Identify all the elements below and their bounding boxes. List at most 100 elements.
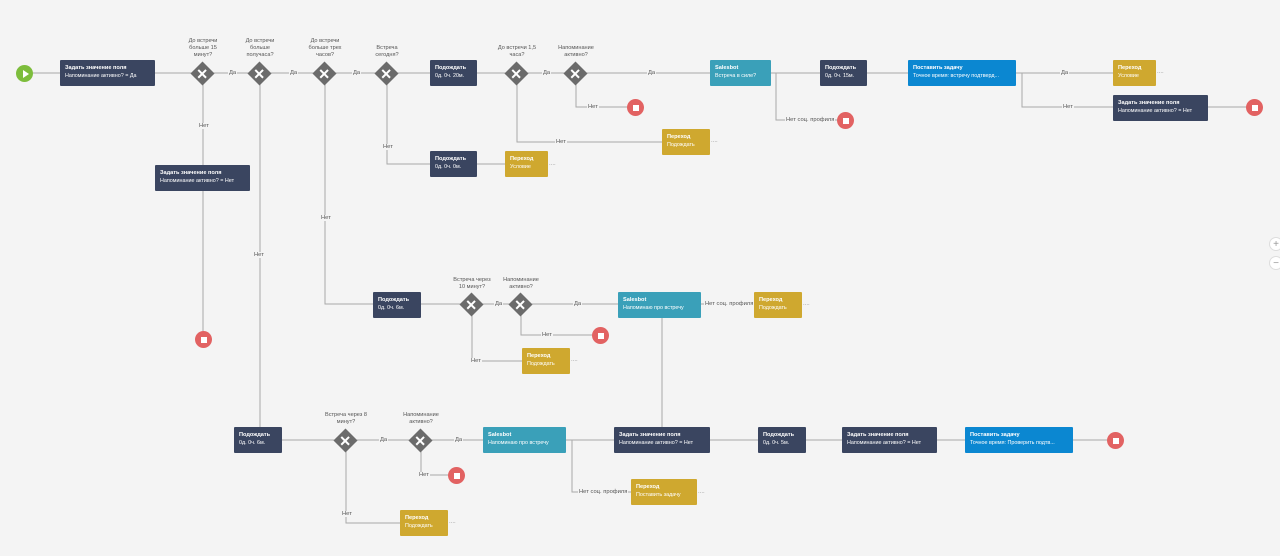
stop-icon[interactable]: [627, 99, 644, 116]
edge-label-yes: Да: [573, 301, 583, 307]
edge-label-no: Нет: [253, 252, 265, 258]
salesbot-node[interactable]: Salesbot Напоминаю про встречу: [483, 427, 566, 453]
node-subtitle: Напоминаю про встречу: [623, 305, 684, 311]
transition-node[interactable]: Переход Подождать: [754, 292, 802, 318]
edge-label-no: Нет: [555, 139, 567, 145]
salesbot-node[interactable]: Salesbot Встреча в силе?: [710, 60, 771, 86]
edge-label-no: Нет: [418, 472, 430, 478]
gateway-label: Напоминание активно?: [503, 277, 539, 290]
transition-node[interactable]: Переход Поставить задачу: [631, 479, 697, 505]
edge-label-no-profile: Нет соц. профиля: [785, 117, 836, 123]
node-title: Переход: [1118, 65, 1142, 71]
edge-label-yes: Да: [542, 70, 552, 76]
node-subtitle: 0д. 0ч. 6м.: [239, 440, 266, 446]
stop-icon[interactable]: [592, 327, 609, 344]
edge-label-no: Нет: [541, 332, 553, 338]
node-title: Salesbot: [623, 297, 647, 303]
transition-node[interactable]: Переход Условие: [1113, 60, 1156, 86]
node-subtitle: Напоминание активно? = Нет: [160, 178, 235, 184]
set-field-node[interactable]: Задать значение поля Напоминание активно…: [1113, 95, 1208, 121]
node-subtitle: Напоминание активно? = Нет: [847, 440, 922, 446]
node-title: Задать значение поля: [160, 170, 222, 176]
set-field-node[interactable]: Задать значение поля Напоминание активно…: [60, 60, 155, 86]
node-title: Переход: [667, 134, 691, 140]
more-icon: ....: [449, 519, 456, 525]
gateway-label: Встреча сегодня?: [375, 45, 399, 58]
set-field-node[interactable]: Задать значение поля Напоминание активно…: [614, 427, 710, 453]
stop-icon[interactable]: [448, 467, 465, 484]
edge-label-yes: Да: [494, 301, 504, 307]
stop-icon[interactable]: [837, 112, 854, 129]
node-subtitle: Напоминание активно? = Нет: [619, 440, 694, 446]
transition-node[interactable]: Переход Подождать: [400, 510, 448, 536]
node-subtitle: Точное время: встречу подтверд...: [913, 73, 1000, 79]
node-title: Поставить задачу: [970, 432, 1020, 438]
node-title: Подождать: [763, 432, 795, 438]
more-icon: ....: [1157, 69, 1164, 75]
stop-icon[interactable]: [1246, 99, 1263, 116]
edge-label-yes: Да: [228, 70, 238, 76]
edge-label-yes: Да: [647, 70, 657, 76]
wait-node[interactable]: Подождать 0д. 0ч. 6м.: [234, 427, 282, 453]
edge-label-no-profile: Нет соц. профиля: [578, 489, 629, 495]
stop-icon[interactable]: [1107, 432, 1124, 449]
gateway-label: Напоминание активно?: [558, 45, 594, 58]
node-subtitle: 0д. 0ч. 15м.: [825, 73, 855, 79]
node-subtitle: Поставить задачу: [636, 492, 681, 498]
node-title: Подождать: [435, 65, 467, 71]
create-task-node[interactable]: Поставить задачу Точное время: встречу п…: [908, 60, 1016, 86]
node-title: Переход: [510, 156, 534, 162]
node-subtitle: 0д. 0ч. 6м.: [378, 305, 405, 311]
gateway-label: До встречи больше получаса?: [245, 38, 275, 58]
edge-label-no: Нет: [1062, 104, 1074, 110]
node-subtitle: Подождать: [759, 305, 787, 311]
node-subtitle: Напоминание активно? = Нет: [1118, 108, 1193, 114]
set-field-node[interactable]: Задать значение поля Напоминание активно…: [155, 165, 250, 191]
gateway-label: До встречи 1,5 часа?: [497, 45, 537, 58]
node-title: Salesbot: [488, 432, 512, 438]
more-icon: ....: [803, 301, 810, 307]
wait-node[interactable]: Подождать 0д. 0ч. 5м.: [758, 427, 806, 453]
edge-label-no-profile: Нет соц. профиля: [704, 301, 755, 307]
node-subtitle: Встреча в силе?: [715, 73, 757, 79]
node-subtitle: Подождать: [527, 361, 555, 367]
node-title: Переход: [759, 297, 783, 303]
node-subtitle: Подождать: [667, 142, 695, 148]
node-subtitle: Условие: [510, 164, 531, 170]
wait-node[interactable]: Подождать 0д. 0ч. 0м.: [430, 151, 477, 177]
node-title: Переход: [527, 353, 551, 359]
gateway-label: До встречи больше 15 минут?: [188, 38, 218, 58]
node-subtitle: Точное время: Проверить подтв...: [970, 440, 1055, 446]
edge-label-no: Нет: [320, 215, 332, 221]
wait-node[interactable]: Подождать 0д. 0ч. 20м.: [430, 60, 477, 86]
edge-label-yes: Да: [379, 437, 389, 443]
zoom-in-button[interactable]: +: [1269, 237, 1280, 251]
transition-node[interactable]: Переход Подождать: [662, 129, 710, 155]
edge-label-yes: Да: [289, 70, 299, 76]
edge-label-no: Нет: [341, 511, 353, 517]
set-field-node[interactable]: Задать значение поля Напоминание активно…: [842, 427, 937, 453]
edge-label-no: Нет: [470, 358, 482, 364]
transition-node[interactable]: Переход Условие: [505, 151, 548, 177]
edge-label-no: Нет: [382, 144, 394, 150]
edge-label-yes: Да: [352, 70, 362, 76]
salesbot-node[interactable]: Salesbot Напоминаю про встречу: [618, 292, 701, 318]
node-title: Подождать: [435, 156, 467, 162]
wait-node[interactable]: Подождать 0д. 0ч. 15м.: [820, 60, 867, 86]
node-title: Подождать: [378, 297, 410, 303]
start-icon[interactable]: [16, 65, 33, 82]
stop-icon[interactable]: [195, 331, 212, 348]
node-title: Переход: [636, 484, 660, 490]
node-title: Поставить задачу: [913, 65, 963, 71]
node-title: Задать значение поля: [65, 65, 127, 71]
zoom-out-button[interactable]: −: [1269, 256, 1280, 270]
node-subtitle: Подождать: [405, 523, 433, 529]
wait-node[interactable]: Подождать 0д. 0ч. 6м.: [373, 292, 421, 318]
transition-node[interactable]: Переход Подождать: [522, 348, 570, 374]
edge-label-yes: Да: [1060, 70, 1070, 76]
create-task-node[interactable]: Поставить задачу Точное время: Проверить…: [965, 427, 1073, 453]
node-title: Задать значение поля: [619, 432, 681, 438]
node-subtitle: Напоминаю про встречу: [488, 440, 549, 446]
